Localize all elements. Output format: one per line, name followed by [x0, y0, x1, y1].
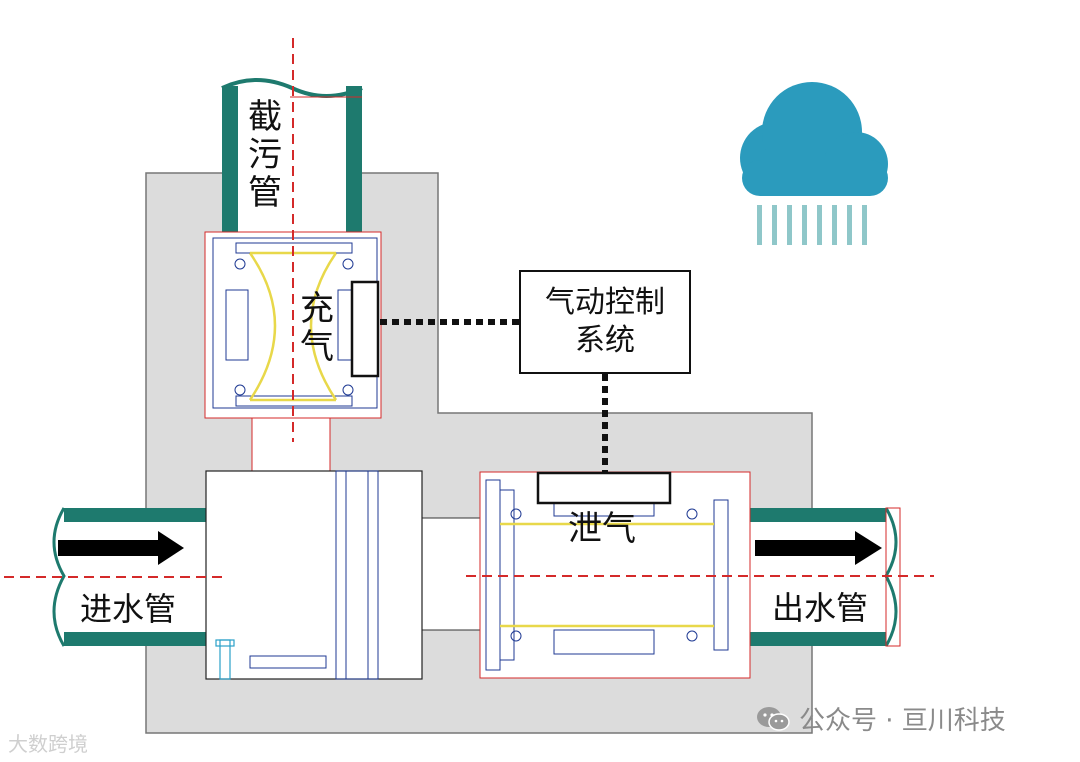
intercept-pipe-label: 截 污 管 [248, 97, 282, 213]
upper-connector [251, 416, 331, 473]
pneumatic-control-system: 气动控制 系统 [519, 270, 691, 374]
deflate-port [536, 471, 672, 505]
inlet-chamber [205, 470, 423, 680]
inlet-label: 进水管 [80, 590, 177, 628]
inflate-port [350, 280, 380, 378]
publisher-text: 公众号 · 亘川科技 [799, 706, 1006, 736]
flow-arrow-icon [58, 531, 184, 565]
inflate-label: 充 气 [300, 289, 334, 367]
wechat-icon [757, 706, 790, 731]
deflate-label: 泄气 [568, 509, 636, 549]
control-system-line1: 气动控制 [545, 285, 665, 320]
control-system-line2: 系统 [575, 323, 635, 358]
middle-connector [419, 517, 481, 631]
stamp-watermark: 大数跨境 [8, 732, 88, 756]
flow-arrow-icon [755, 531, 882, 565]
bladder [248, 252, 338, 401]
rain-cloud-icon [740, 82, 888, 245]
outlet-label: 出水管 [772, 589, 869, 627]
publisher-watermark: 公众号 · 亘川科技 [755, 700, 1006, 737]
